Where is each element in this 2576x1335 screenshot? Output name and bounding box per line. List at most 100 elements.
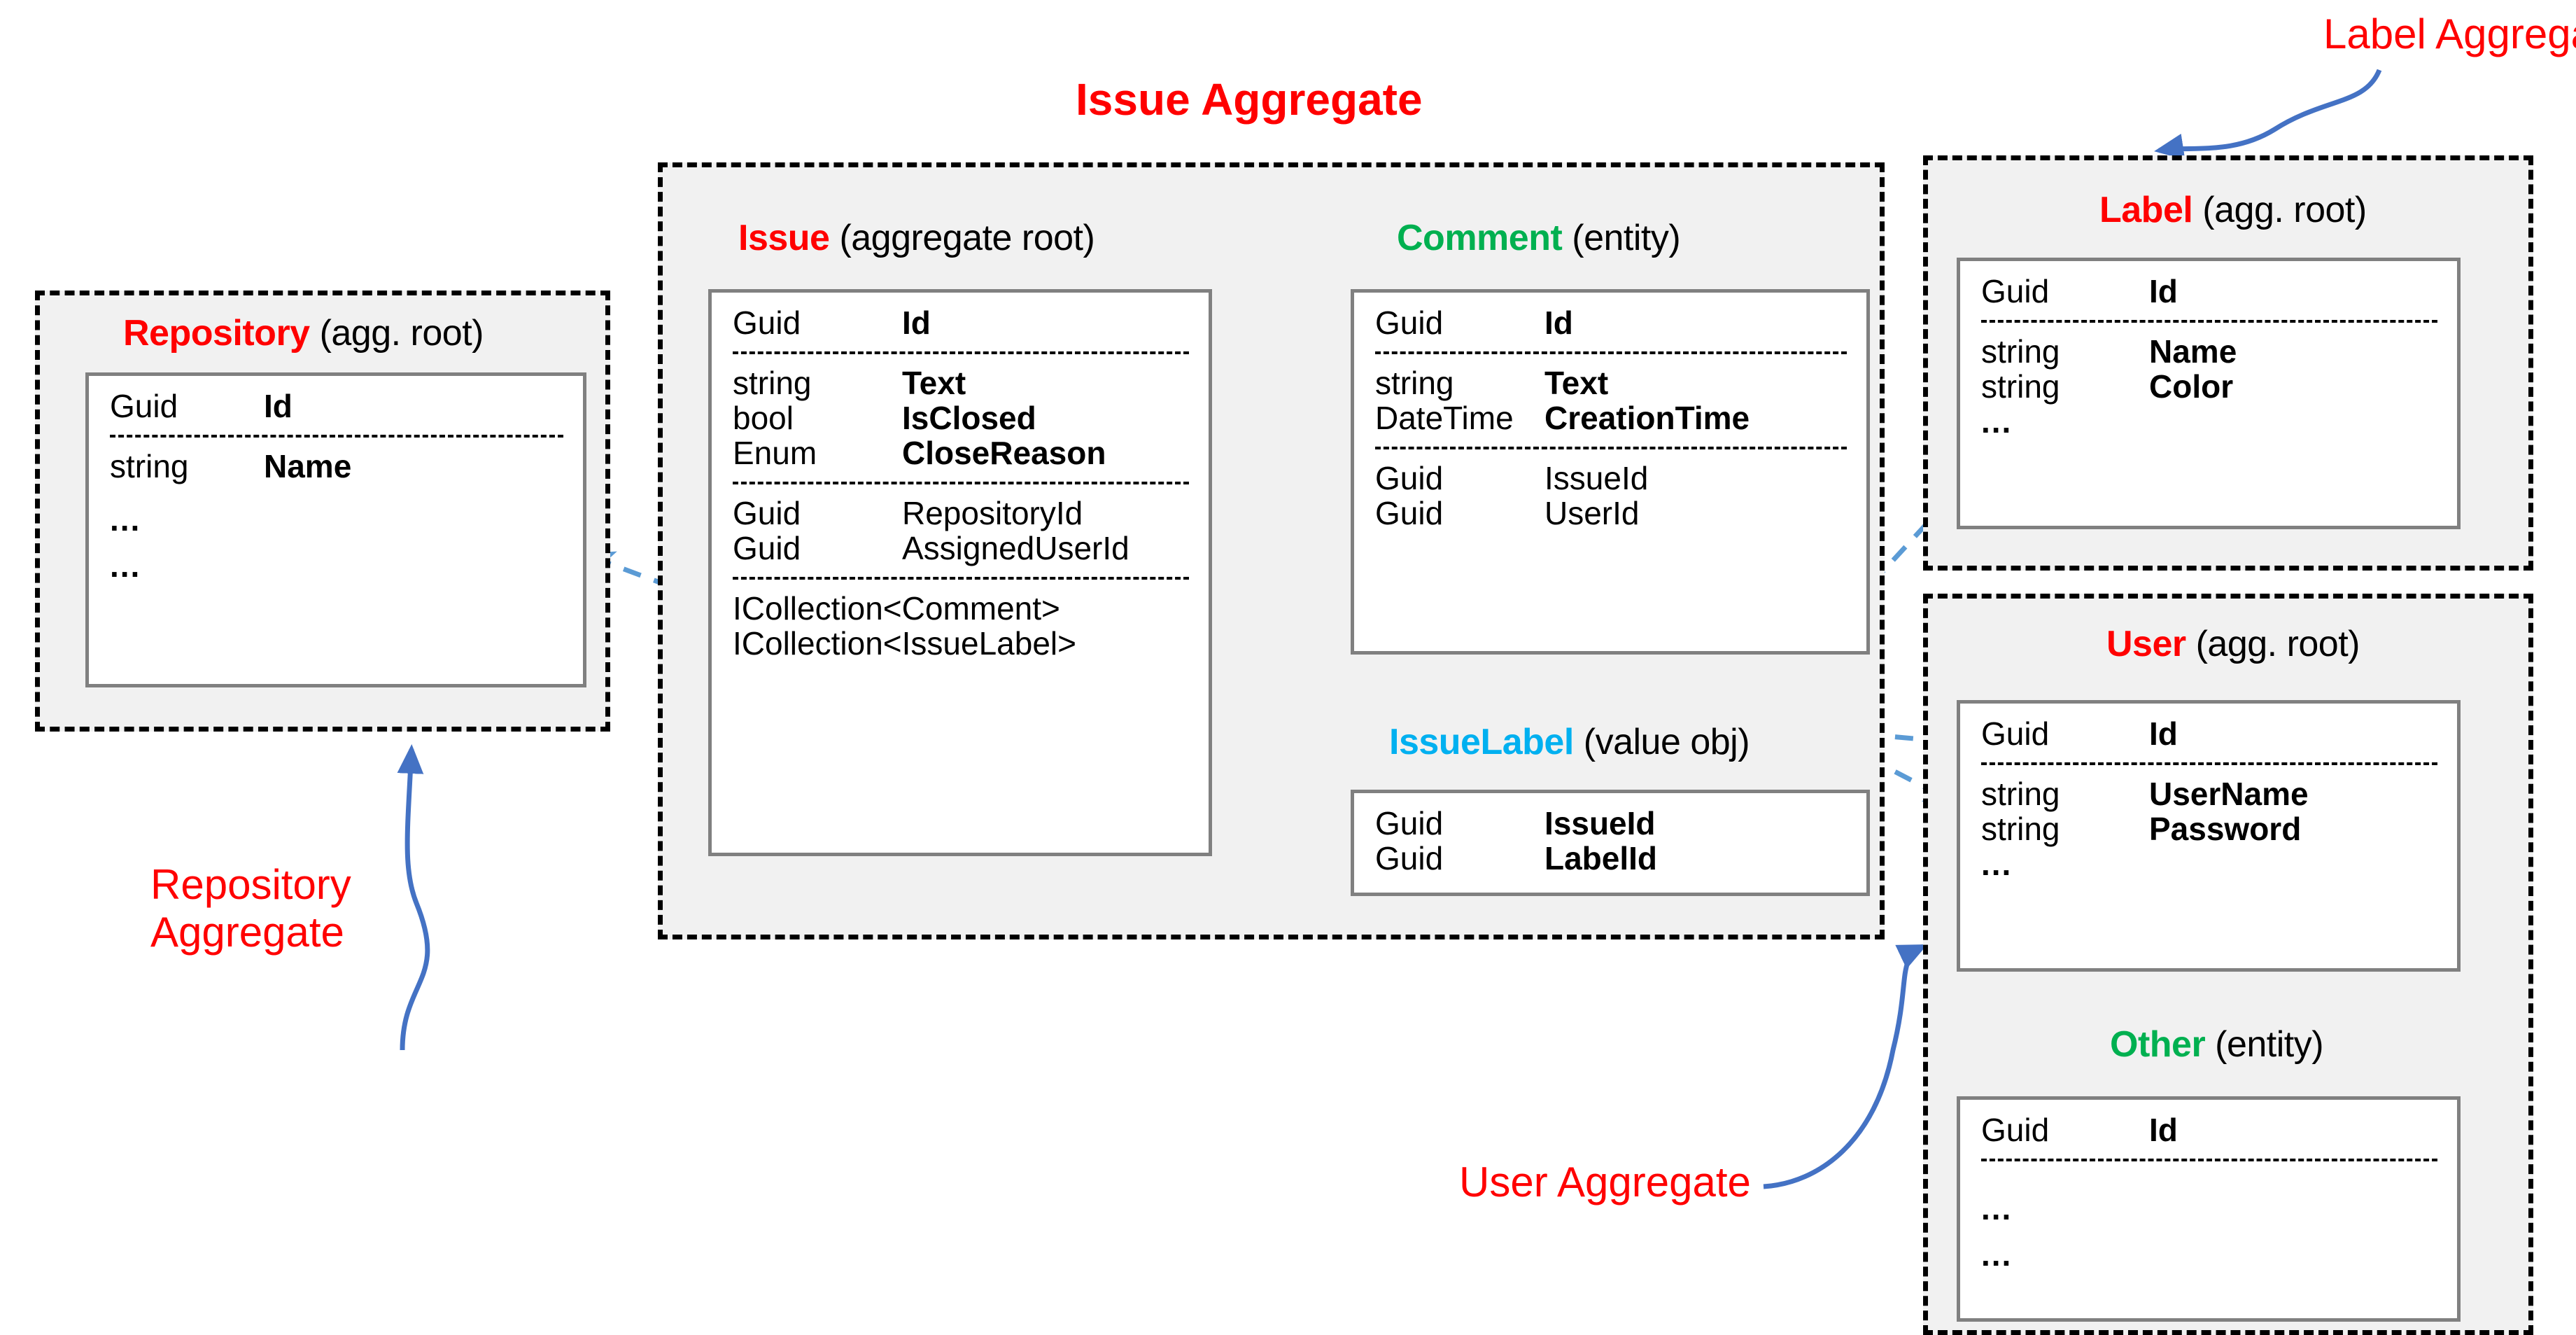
field-type: Guid [1981, 715, 2050, 752]
field-name: Name [2149, 333, 2237, 370]
field-type: string [110, 448, 189, 484]
field-ellipsis: ... [1981, 1236, 2013, 1273]
field-type: Guid [1981, 1112, 2050, 1148]
entity-name-label: Label [2099, 190, 2193, 230]
field-name: Color [2149, 368, 2234, 405]
field-name: CreationTime [1544, 400, 1750, 436]
field-name: Id [2149, 715, 2178, 752]
field-row: Guid IssueId [1354, 461, 1866, 496]
field-separator [733, 577, 1189, 580]
field-type: Guid [1981, 273, 2050, 309]
entity-caption-issuelabel: IssueLabel (value obj) [1389, 721, 1750, 763]
field-separator [1981, 762, 2437, 765]
annotation-repository-aggregate: Repository Aggregate [150, 861, 351, 956]
field-type: Guid [733, 305, 801, 341]
field-name: Id [264, 388, 293, 424]
field-row: string Name [89, 449, 583, 484]
entity-box-label: Guid Id string Name string Color ... [1957, 258, 2461, 529]
field-separator [1981, 1159, 2437, 1161]
field-separator [733, 482, 1189, 484]
entity-name-issuelabel: IssueLabel [1389, 722, 1574, 762]
field-row: string Password [1960, 811, 2457, 846]
page-title: Issue Aggregate [1076, 74, 1423, 125]
entity-box-other: Guid Id ... ... [1957, 1096, 2461, 1322]
field-type: Guid [733, 495, 801, 531]
field-type: string [1981, 811, 2060, 847]
field-collection: ICollection<Comment> [733, 590, 1060, 627]
entity-caption-other: Other (entity) [2110, 1023, 2324, 1065]
field-separator [1981, 320, 2437, 323]
field-row: string Color [1960, 369, 2457, 404]
field-row: Guid Id [1960, 716, 2457, 751]
field-row: Guid LabelId [1354, 841, 1866, 876]
field-row: Guid Id [89, 389, 583, 424]
field-type: Guid [1375, 805, 1444, 841]
entity-name-other: Other [2110, 1024, 2206, 1065]
field-row: string Text [712, 365, 1209, 400]
field-name: IssueId [1544, 460, 1649, 496]
annotation-label-aggregate: Label Aggregate [2323, 11, 2576, 57]
field-row: Guid AssignedUserId [712, 531, 1209, 566]
entity-name-comment: Comment [1397, 218, 1563, 258]
field-type: Guid [1375, 495, 1444, 531]
field-name: UserId [1544, 495, 1640, 531]
leader-label-aggregate [2154, 69, 2382, 160]
field-name: Id [1544, 305, 1573, 341]
entity-stereotype-label: (agg. root) [2202, 190, 2367, 230]
entity-stereotype-other: (entity) [2215, 1024, 2324, 1065]
entity-stereotype-issuelabel: (value obj) [1583, 722, 1750, 762]
entity-stereotype-issue: (aggregate root) [839, 218, 1095, 258]
field-name: Id [2149, 1112, 2178, 1148]
field-name: AssignedUserId [902, 530, 1129, 566]
field-name: IsClosed [902, 400, 1036, 436]
field-ellipsis: ... [110, 501, 141, 538]
annotation-user-aggregate: User Aggregate [1459, 1159, 1751, 1205]
entity-stereotype-repository: (agg. root) [319, 313, 484, 354]
field-name: Id [2149, 273, 2178, 309]
field-row: string UserName [1960, 776, 2457, 811]
field-ellipsis: ... [1981, 403, 2013, 440]
field-name: IssueId [1544, 805, 1656, 841]
entity-name-repository: Repository [123, 313, 310, 354]
field-type: string [1981, 368, 2060, 405]
field-row: DateTime CreationTime [1354, 400, 1866, 435]
field-name: CloseReason [902, 435, 1106, 471]
field-row: Guid Id [1354, 305, 1866, 340]
field-separator [1375, 351, 1847, 354]
field-type: Guid [110, 388, 178, 424]
field-separator [110, 435, 563, 438]
entity-box-issue: Guid Id string Text bool IsClosed Enum C… [708, 289, 1212, 856]
entity-caption-issue: Issue (aggregate root) [738, 217, 1095, 259]
entity-box-user: Guid Id string UserName string Password … [1957, 700, 2461, 972]
field-type: string [1375, 365, 1454, 401]
field-row: Guid Id [1960, 1112, 2457, 1147]
field-name: Id [902, 305, 931, 341]
field-row: Guid UserId [1354, 496, 1866, 531]
entity-stereotype-user: (agg. root) [2195, 624, 2360, 664]
field-separator [733, 351, 1189, 354]
entity-caption-comment: Comment (entity) [1397, 217, 1681, 259]
entity-name-user: User [2106, 624, 2186, 664]
field-type: DateTime [1375, 400, 1514, 436]
leader-repository-aggregate [397, 744, 430, 1051]
field-type: Enum [733, 435, 817, 471]
field-row: Guid Id [1960, 274, 2457, 309]
field-separator [1375, 447, 1847, 449]
field-type: string [733, 365, 812, 401]
field-row: Enum CloseReason [712, 435, 1209, 470]
field-name: Password [2149, 811, 2302, 847]
field-row: Guid IssueId [1354, 806, 1866, 841]
field-ellipsis: ... [110, 547, 141, 584]
field-ellipsis: ... [1981, 1190, 2013, 1226]
entity-caption-user: User (agg. root) [2106, 623, 2360, 665]
entity-name-issue: Issue [738, 218, 830, 258]
entity-box-repository: Guid Id string Name ... ... [85, 372, 586, 687]
field-collection: ICollection<IssueLabel> [733, 625, 1076, 662]
field-name: Text [902, 365, 966, 401]
field-type: Guid [1375, 460, 1444, 496]
field-name: UserName [2149, 776, 2309, 812]
entity-caption-repository: Repository (agg. root) [123, 312, 484, 354]
field-row: Guid RepositoryId [712, 496, 1209, 531]
field-type: string [1981, 333, 2060, 370]
